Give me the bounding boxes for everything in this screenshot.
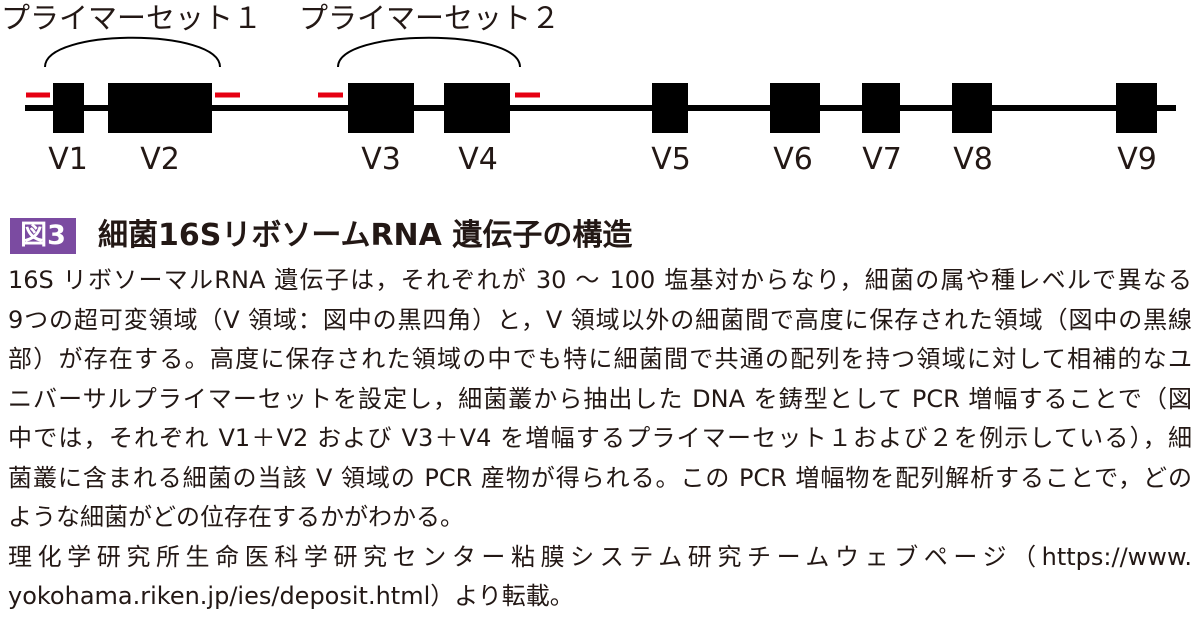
primer-set-2-bracket xyxy=(337,36,521,68)
caption-line: 部）が存在する。高度に保存された領域の中でも特に細菌間で共通の配列を持つ領域に対… xyxy=(8,345,1192,373)
variable-region-v2-label: V2 xyxy=(140,142,180,177)
variable-region-v7-box xyxy=(862,83,900,133)
primer-set-2-label: プライマーセット２ xyxy=(299,1,560,35)
variable-region-v8-label: V8 xyxy=(953,142,993,177)
variable-region-v3-label: V3 xyxy=(361,142,401,177)
variable-region-v5-box xyxy=(652,83,688,133)
variable-region-v2-box xyxy=(108,83,212,133)
primer-set-1-bracket xyxy=(44,36,221,68)
caption-line: ような細菌がどの位存在するかがわかる。 xyxy=(8,503,464,531)
caption-line: 中では，それぞれ V1＋V2 および V3＋V4 を増幅するプライマーセット１お… xyxy=(8,424,1192,452)
figure-number-badge: 図3 xyxy=(10,218,76,254)
caption-line: 菌叢に含まれる細菌の当該 V 領域の PCR 産物が得られる。この PCR 増幅… xyxy=(8,463,1192,492)
source-credit-line: yokohama.riken.jp/ies/deposit.html）より転載。 xyxy=(8,582,574,610)
variable-region-v8-box xyxy=(952,83,992,133)
caption-line: 9つの超可変領域（V 領域：図中の黒四角）と，V 領域以外の細菌間で高度に保存さ… xyxy=(8,305,1192,334)
source-credit-line: 理化学研究所生命医科学研究センター粘膜システム研究チームウェブページ（https… xyxy=(8,542,1192,571)
variable-region-v9-box xyxy=(1116,83,1157,133)
variable-region-v1-label: V1 xyxy=(48,142,88,177)
primer-set-1-label: プライマーセット１ xyxy=(1,1,262,35)
variable-region-v7-label: V7 xyxy=(862,142,902,177)
figure-title: 細菌16SリボソームRNA 遺伝子の構造 xyxy=(98,218,633,253)
figure-caption-body: 16S リボソーマルRNA 遺伝子は，それぞれが 30 〜 100 塩基対からな… xyxy=(8,261,1192,617)
variable-region-v1-box xyxy=(53,83,84,133)
variable-region-v3-box xyxy=(348,83,414,133)
variable-region-v6-label: V6 xyxy=(773,142,813,177)
variable-region-v6-box xyxy=(770,83,820,133)
variable-region-v9-label: V9 xyxy=(1117,142,1157,177)
variable-region-v5-label: V5 xyxy=(651,142,691,177)
caption-line: ニバーサルプライマーセットを設定し，細菌叢から抽出した DNA を鋳型として P… xyxy=(8,384,1192,413)
variable-region-v4-label: V4 xyxy=(458,142,498,177)
variable-region-v4-box xyxy=(444,83,510,133)
caption-line: 16S リボソーマルRNA 遺伝子は，それぞれが 30 〜 100 塩基対からな… xyxy=(8,266,1192,294)
gene-structure-diagram: プライマーセット１ プライマーセット２ V1 V2 V3 V4 V5 V6 V7… xyxy=(1,1,1176,177)
